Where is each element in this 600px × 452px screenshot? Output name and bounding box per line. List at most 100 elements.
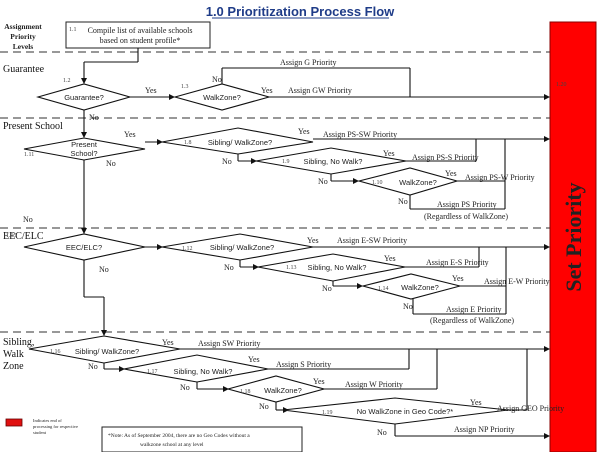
decision-walkzone-ps: 1.10 WalkZone? [356, 167, 459, 196]
svg-text:Set Priority: Set Priority [561, 182, 586, 291]
lane-label-sibling: Sibling, Walk Zone [3, 337, 34, 372]
assign-w-priority: Assign W Priority [345, 380, 403, 389]
decision-sibling-no-walk-eec: 1.13 Sibling, No Walk? [257, 253, 406, 282]
decision-walkzone-sz: 1.18 WalkZone? [225, 375, 327, 403]
svg-text:Sibling, No Walk?: Sibling, No Walk? [304, 157, 363, 166]
decision-walkzone-guarantee: 1.3 WalkZone? [172, 83, 272, 111]
lane-label-guarantee: Guarantee [3, 64, 45, 75]
svg-text:Yes: Yes [307, 236, 319, 245]
assign-np-priority: Assign NP Priority [454, 425, 515, 434]
decision-sibling-no-walk-sz: 1.17 Sibling, No Walk? [123, 354, 269, 383]
svg-text:Walk: Walk [3, 349, 24, 360]
svg-text:No WalkZone in Geo Code?*: No WalkZone in Geo Code?* [357, 407, 454, 416]
svg-text:1.1: 1.1 [69, 27, 77, 33]
set-priority-block: 1.20 Set Priority [549, 21, 597, 452]
svg-text:Sibling, No Walk?: Sibling, No Walk? [174, 367, 233, 376]
svg-text:No: No [180, 383, 190, 392]
svg-text:School?: School? [70, 149, 97, 158]
assign-ps-w-priority: Assign PS-W Priority [465, 173, 535, 182]
svg-text:No: No [224, 263, 234, 272]
svg-text:Assignment: Assignment [4, 22, 42, 31]
decision-sibling-walkzone-sz: 1.16 Sibling/ WalkZone? [28, 335, 181, 364]
svg-text:WalkZone?: WalkZone? [203, 93, 241, 102]
svg-text:walkzone school at any level: walkzone school at any level [140, 442, 204, 448]
assign-e-s-priority: Assign E-S Priority [426, 258, 489, 267]
svg-text:Sibling/ WalkZone?: Sibling/ WalkZone? [208, 138, 272, 147]
svg-text:1.14: 1.14 [378, 286, 389, 292]
svg-text:based on student profile*: based on student profile* [100, 36, 181, 45]
svg-text:Present: Present [71, 140, 98, 149]
svg-text:1.10: 1.10 [372, 180, 383, 186]
assign-ps-priority: Assign PS Priority [437, 200, 497, 209]
svg-text:Priority: Priority [10, 32, 36, 41]
svg-text:No: No [88, 362, 98, 371]
svg-text:1.9: 1.9 [282, 159, 290, 165]
decision-sibling-walkzone-eec: 1.12 Sibling/ WalkZone? [161, 233, 314, 261]
assign-gw-priority: Assign GW Priority [288, 86, 352, 95]
svg-text:Yes: Yes [261, 86, 273, 95]
svg-text:No: No [403, 302, 413, 311]
svg-text:No: No [222, 157, 232, 166]
assign-ps-sw-priority: Assign PS-SW Priority [323, 130, 397, 139]
svg-text:Levels: Levels [13, 42, 33, 51]
svg-text:1.12: 1.12 [182, 246, 193, 252]
assign-sw-priority: Assign SW Priority [198, 339, 261, 348]
svg-text:(Regardless of WalkZone): (Regardless of WalkZone) [424, 212, 508, 221]
svg-text:Yes: Yes [313, 377, 325, 386]
svg-text:WalkZone?: WalkZone? [401, 283, 439, 292]
svg-text:1.2: 1.2 [63, 78, 71, 84]
svg-text:1.20: 1.20 [556, 82, 567, 88]
lane-label-eec: EEC/ELC [3, 231, 44, 242]
svg-text:No: No [318, 177, 328, 186]
decision-walkzone-eec: 1.14 WalkZone? [360, 273, 461, 300]
svg-text:No: No [259, 402, 269, 411]
svg-text:Yes: Yes [445, 169, 457, 178]
svg-text:Sibling, No Walk?: Sibling, No Walk? [308, 263, 367, 272]
svg-text:Yes: Yes [384, 254, 396, 263]
svg-text:Yes: Yes [248, 355, 260, 364]
assign-ps-s-priority: Assign PS-S Priority [412, 153, 479, 162]
svg-text:1.3: 1.3 [181, 84, 189, 90]
svg-text:Zone: Zone [3, 361, 24, 372]
svg-text:No: No [398, 197, 408, 206]
svg-text:1.19: 1.19 [322, 410, 333, 416]
svg-text:No: No [99, 265, 109, 274]
svg-text:No: No [89, 113, 99, 122]
legend: Indicates end of processing for respecti… [5, 418, 78, 435]
svg-text:Indicates end of: Indicates end of [33, 418, 62, 423]
svg-text:Yes: Yes [383, 149, 395, 158]
page-title: 1.0 Prioritization Process Flow [206, 4, 395, 19]
assign-g-priority: Assign G Priority [280, 58, 336, 67]
assign-s-priority: Assign S Priority [276, 360, 331, 369]
svg-text:Yes: Yes [298, 127, 310, 136]
svg-text:No: No [106, 159, 116, 168]
svg-text:(Regardless of WalkZone): (Regardless of WalkZone) [430, 316, 514, 325]
svg-text:Guarantee?: Guarantee? [64, 93, 104, 102]
assign-e-sw-priority: Assign E-SW Priority [337, 236, 407, 245]
assign-e-priority: Assign E Priority [446, 305, 502, 314]
svg-text:1.17: 1.17 [147, 369, 158, 375]
svg-text:WalkZone?: WalkZone? [399, 178, 437, 187]
decision-present-school: 1.11 Present School? [23, 137, 146, 161]
levels-header: Assignment Priority Levels [4, 22, 42, 51]
decision-sibling-walkzone-ps: 1.8 Sibling/ WalkZone? [161, 127, 314, 155]
svg-text:1.16: 1.16 [50, 349, 61, 355]
svg-text:1.18: 1.18 [240, 389, 251, 395]
svg-text:processing for respective: processing for respective [33, 424, 78, 429]
svg-text:1.15: 1.15 [6, 233, 17, 239]
assign-e-w-priority: Assign E-W Priority [484, 277, 550, 286]
footnote: *Note: As of September 2004, there are n… [101, 426, 303, 452]
svg-text:No: No [23, 215, 33, 224]
svg-text:Sibling/ WalkZone?: Sibling/ WalkZone? [75, 347, 139, 356]
lane-label-present-school: Present School [3, 121, 63, 132]
svg-text:EEC/ELC?: EEC/ELC? [66, 243, 102, 252]
assign-geo-priority: Assign GEO Priority [497, 404, 564, 413]
svg-text:Sibling/ WalkZone?: Sibling/ WalkZone? [210, 243, 274, 252]
edge-label-yes: Yes [145, 86, 157, 95]
svg-text:Compile list of available scho: Compile list of available schools [88, 26, 193, 35]
legend-swatch [5, 418, 23, 427]
edge-label-no: No [212, 75, 222, 84]
lane-dividers [0, 51, 550, 333]
svg-text:No: No [322, 284, 332, 293]
